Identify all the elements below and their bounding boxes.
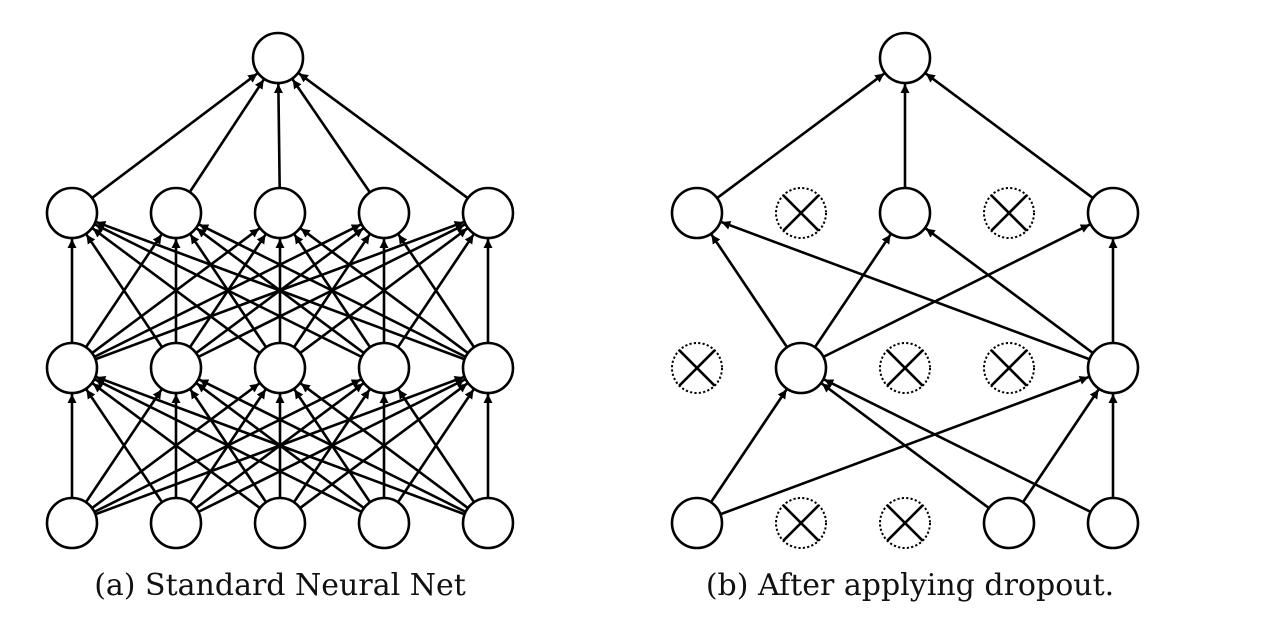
neuron-unit [878,186,932,240]
connection-arrow [91,72,259,200]
caption-dropout-net: (b) After applying dropout. [705,568,1115,603]
connection-arrow [925,227,1094,355]
connection-arrow [716,72,885,200]
connection-arrow [273,83,283,189]
neuron-unit [774,341,828,395]
cross-icon [886,504,924,542]
neuron-unit [45,186,99,240]
connection-arrow [198,223,467,359]
cross-icon [886,349,924,387]
connection-arrow [720,220,1091,361]
connection-arrow [291,78,371,194]
neuron-unit [253,496,307,550]
connection-arrow [822,223,1091,359]
connection-arrow [710,233,789,348]
dropped-unit [775,497,827,549]
dropped-unit [775,187,827,239]
dropout-network-panel [670,31,1140,550]
connection-arrow [300,382,469,510]
neuron-unit [1086,496,1140,550]
cross-icon [782,194,820,232]
neuron-unit [1086,186,1140,240]
neuron-unit [253,341,307,395]
neuron-unit [357,496,411,550]
connection-arrow [92,382,261,510]
cross-icon [990,194,1028,232]
cross-icon [990,349,1028,387]
connections [709,72,1118,516]
connection-arrow [95,375,466,516]
connections [67,72,493,516]
dropped-unit [983,342,1035,394]
neuron-unit [149,186,203,240]
connection-arrow [925,72,1094,200]
connection-arrow [198,378,467,514]
connection-arrow [85,388,164,503]
dropped-unit [983,187,1035,239]
connection-arrow [188,79,265,193]
dropped-unit [879,342,931,394]
caption-standard-net: (a) Standard Neural Net [94,568,466,603]
dropped-unit [671,342,723,394]
neuron-unit [253,186,307,240]
neuron-unit [461,341,515,395]
connection-arrow [397,388,476,503]
neuron-unit [461,496,515,550]
neuron-unit [357,186,411,240]
neuron-unit [461,186,515,240]
standard-network-panel [45,31,515,550]
neuron-unit [149,496,203,550]
connection-arrow [95,220,466,361]
connection-arrow [823,378,1092,514]
connection-arrow [92,227,261,355]
neuron-unit [1086,341,1140,395]
connection-arrow [1021,388,1100,503]
neuron-unit [149,341,203,395]
dropped-unit [879,497,931,549]
neuron-unit [982,496,1036,550]
neuron-unit [45,341,99,395]
connection-arrow [85,233,164,348]
connection-arrow [94,378,363,514]
neuron-unit [670,186,724,240]
connection-arrow [300,227,469,355]
cross-icon [782,504,820,542]
neuron-unit [670,496,724,550]
neuron-unit [251,31,305,85]
connection-arrow [298,72,469,200]
connection-arrow [813,233,892,348]
neuron-unit [45,496,99,550]
neuron-unit [357,341,411,395]
neuron-unit [878,31,932,85]
units [670,31,1140,550]
cross-icon [678,349,716,387]
connection-arrow [709,388,788,503]
connection-arrow [94,223,363,359]
connection-arrow [821,382,990,510]
connection-arrow [397,233,476,348]
units [45,31,515,550]
